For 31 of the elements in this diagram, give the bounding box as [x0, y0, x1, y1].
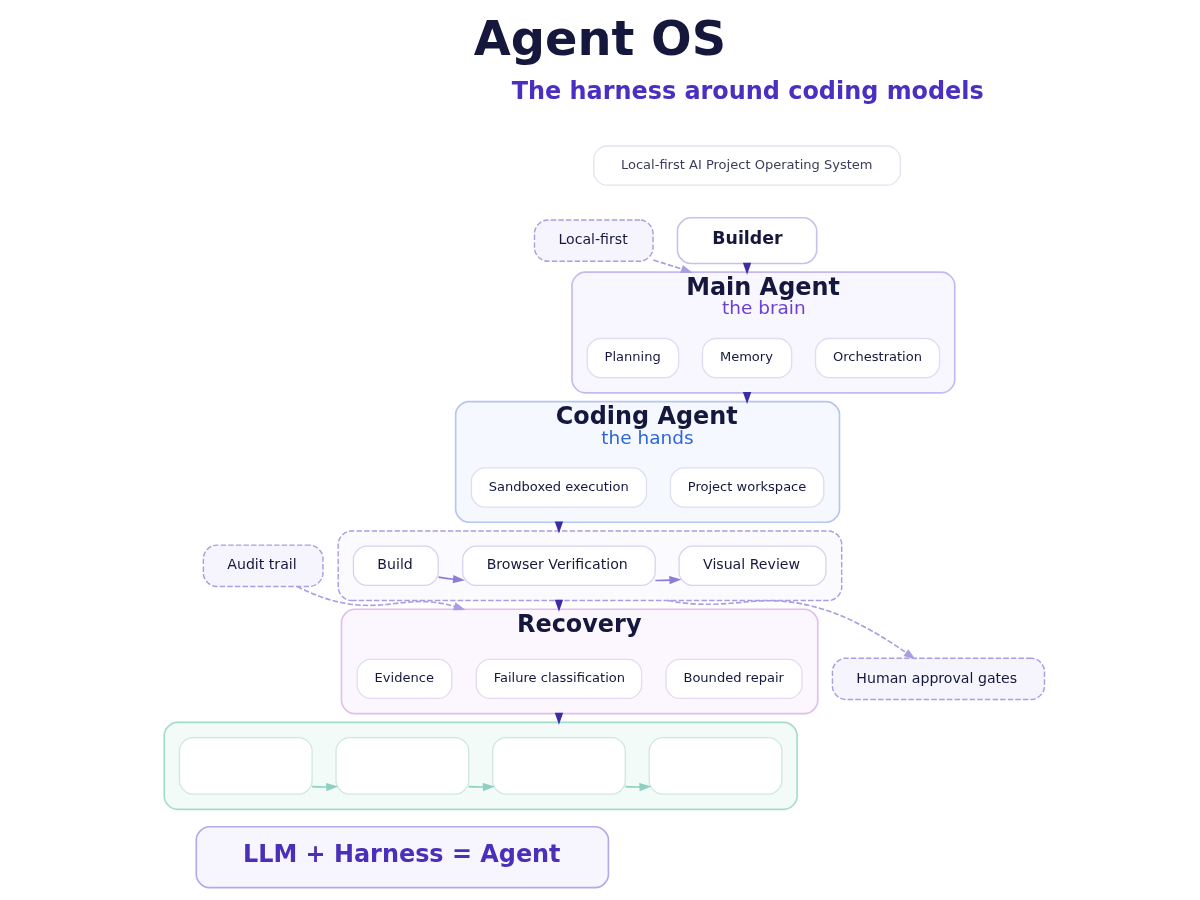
node-box: Audit trail: [202, 543, 324, 587]
node-box: [178, 736, 313, 795]
arrow: [311, 782, 339, 791]
node-box: [648, 736, 783, 795]
cluster: [163, 721, 798, 810]
arrow: [437, 574, 465, 583]
node-box: Planning: [586, 337, 680, 378]
arrow: [666, 599, 916, 660]
node-box: Sandboxed execution: [470, 466, 648, 508]
node-box: Human approval gates: [831, 657, 1046, 700]
label: The harness around coding models: [511, 76, 984, 105]
arrow: [624, 782, 652, 791]
cluster: [337, 529, 843, 601]
diagram-title: Agent OS: [473, 10, 727, 66]
arrow: [652, 258, 693, 273]
node-box: Project workspace: [669, 466, 825, 508]
node-box: [335, 736, 470, 795]
node-box: Evidence: [356, 658, 453, 699]
node-box: Visual Review: [678, 545, 827, 586]
node-box: Build: [352, 545, 439, 586]
node-box: Orchestration: [814, 337, 941, 378]
node-box: [491, 736, 626, 795]
node-box: Memory: [701, 337, 793, 378]
node-box: LLM + Harness = Agent: [195, 825, 610, 888]
node-box: Local-first: [533, 218, 654, 262]
node-box: Bounded repair: [665, 658, 803, 699]
node-box: Browser Verification: [462, 545, 656, 586]
arrow: [467, 782, 495, 791]
node-box: Local-first AI Project Operating System: [593, 144, 902, 186]
arrow: [296, 585, 466, 610]
node-box: Failure classification: [475, 658, 643, 699]
